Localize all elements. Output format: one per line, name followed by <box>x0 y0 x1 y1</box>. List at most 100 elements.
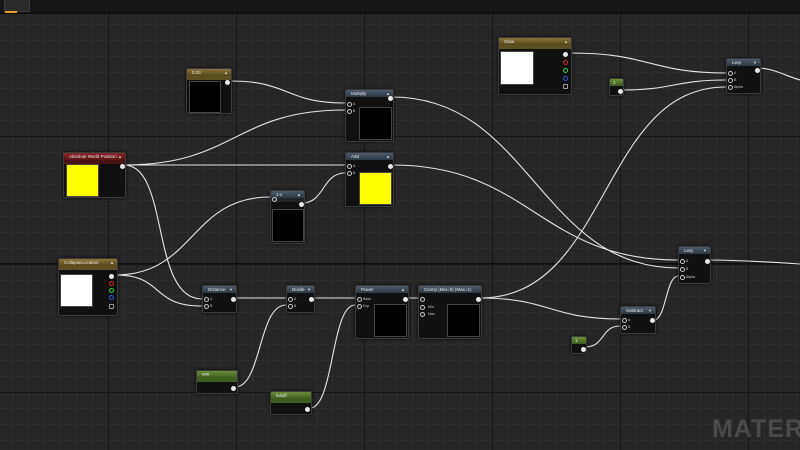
one-minus-node[interactable]: 1-x ▲ <box>270 190 305 244</box>
input-pin-a[interactable] <box>347 102 352 107</box>
output-pin[interactable] <box>705 259 710 264</box>
input-pin-b[interactable] <box>680 267 685 272</box>
lerp-node-mid[interactable]: Lerp ▼ A B Alpha <box>678 246 711 284</box>
falloff-parameter-node[interactable]: falloff <box>270 391 312 415</box>
output-pin[interactable] <box>309 297 314 302</box>
absolute-world-position-node[interactable]: Absolute World Position ▲ <box>63 152 126 198</box>
wire-multiply-to-lerp-mid-b <box>391 96 679 269</box>
output-pin-b[interactable] <box>109 295 114 300</box>
output-pin-rgb[interactable] <box>109 274 114 279</box>
collapse-arrow-icon[interactable]: ▲ <box>118 154 122 159</box>
output-pin[interactable] <box>650 318 655 323</box>
collapse-arrow-icon[interactable]: ▼ <box>229 287 233 292</box>
input-pin-b[interactable] <box>347 109 352 114</box>
glow-preview <box>500 51 534 85</box>
pin-label-base: Base <box>363 297 371 301</box>
output-pin[interactable] <box>755 68 760 73</box>
lerp-node-top[interactable]: Lerp ▼ A B Alpha <box>726 58 761 94</box>
wire-worldpos-to-multiply-b <box>123 109 346 166</box>
input-pin-a[interactable] <box>347 164 352 169</box>
collapse-arrow-icon[interactable]: ▲ <box>386 154 390 159</box>
output-pin-g[interactable] <box>109 288 114 293</box>
parameter-node-subtitle <box>187 76 231 80</box>
add-preview <box>359 172 392 205</box>
collapse-arrow-icon[interactable]: ▲ <box>401 287 405 292</box>
output-pin-g[interactable] <box>563 68 568 73</box>
input-pin-b[interactable] <box>204 304 209 309</box>
input-pin-alpha[interactable] <box>728 85 733 90</box>
input-pin-min[interactable] <box>420 305 425 310</box>
parameter-node-top[interactable]: 0.33 ▲ <box>186 68 232 114</box>
power-node[interactable]: Power ▲ Base Exp <box>355 285 409 339</box>
collapse-arrow-icon[interactable]: ▲ <box>224 70 228 75</box>
wire-radius-to-divide-b <box>234 304 287 388</box>
collapse-location-node[interactable]: CollapseLocation ▲ <box>58 258 118 316</box>
output-pin-b[interactable] <box>563 76 568 81</box>
output-pin-r[interactable] <box>563 60 568 65</box>
distance-node-title: Distance <box>203 286 236 293</box>
output-pin-rgb[interactable] <box>563 52 568 57</box>
glow-parameter-node[interactable]: Glow ▲ <box>498 37 572 95</box>
input-pin-a[interactable] <box>680 259 685 264</box>
input-pin-b[interactable] <box>728 78 733 83</box>
radius-parameter-node[interactable]: ### <box>196 370 238 394</box>
collapse-arrow-icon[interactable]: ▲ <box>297 192 301 197</box>
input-pin-max[interactable] <box>420 312 425 317</box>
clamp-node[interactable]: Clamp (Min=0) (Max=1) Min Max <box>418 285 482 339</box>
output-pin[interactable] <box>225 80 230 85</box>
output-pin[interactable] <box>388 164 393 169</box>
output-pin[interactable] <box>388 96 393 101</box>
divide-node[interactable]: Divide ▼ A B <box>286 285 315 313</box>
subtract-node[interactable]: Subtract ▼ A B <box>620 306 656 334</box>
constant-node-top[interactable]: 1 <box>609 78 624 96</box>
wire-oneminus-to-add-b <box>301 172 346 204</box>
constant-node-one[interactable]: 1 <box>571 336 587 354</box>
pin-label-b: B <box>353 109 356 113</box>
input-pin-a[interactable] <box>622 318 627 323</box>
clamp-node-title: Clamp (Min=0) (Max=1) <box>419 286 481 293</box>
input-pin-a[interactable] <box>204 297 209 302</box>
input-pin-exp[interactable] <box>357 304 362 309</box>
collapse-arrow-icon[interactable]: ▼ <box>753 60 757 65</box>
output-pin[interactable] <box>618 89 623 94</box>
input-pin-base[interactable] <box>357 297 362 302</box>
wire-falloff-to-power-exp <box>309 304 356 409</box>
input-pin[interactable] <box>420 297 425 302</box>
input-pin[interactable] <box>272 197 277 202</box>
output-pin[interactable] <box>403 297 408 302</box>
input-pin-a[interactable] <box>288 297 293 302</box>
multiply-node[interactable]: Multiply ▲ A B <box>345 89 394 142</box>
output-pin[interactable] <box>581 347 586 352</box>
distance-node[interactable]: Distance ▼ A B <box>202 285 237 313</box>
output-pin-r[interactable] <box>109 281 114 286</box>
parameter-preview <box>189 81 221 113</box>
wire-param-to-multiply-a <box>229 80 346 104</box>
output-pin-alpha[interactable] <box>563 84 568 89</box>
wire-clamp-to-subtract-a <box>479 297 621 320</box>
input-pin-b[interactable] <box>347 171 352 176</box>
collapse-arrow-icon[interactable]: ▼ <box>307 287 311 292</box>
collapse-arrow-icon[interactable]: ▲ <box>386 91 390 96</box>
output-pin[interactable] <box>231 386 236 391</box>
output-pin[interactable] <box>120 164 125 169</box>
input-pin-b[interactable] <box>288 304 293 309</box>
output-pin[interactable] <box>299 202 304 207</box>
input-pin-a[interactable] <box>728 71 733 76</box>
radius-parameter-subtitle <box>197 378 237 382</box>
add-node[interactable]: Add ▲ A B <box>345 152 394 207</box>
collapse-arrow-icon[interactable]: ▼ <box>648 308 652 313</box>
falloff-parameter-title: falloff <box>271 392 311 399</box>
input-pin-alpha[interactable] <box>680 275 685 280</box>
output-pin[interactable] <box>476 297 481 302</box>
output-pin-alpha[interactable] <box>109 304 114 309</box>
clamp-preview <box>447 304 480 337</box>
collapse-location-title: CollapseLocation <box>59 259 117 266</box>
input-pin-b[interactable] <box>622 325 627 330</box>
editor-tab[interactable] <box>4 0 30 12</box>
collapse-arrow-icon[interactable]: ▼ <box>703 248 707 253</box>
collapse-arrow-icon[interactable]: ▲ <box>564 39 568 44</box>
parameter-node-title: 0.33 <box>187 69 231 76</box>
output-pin[interactable] <box>305 407 310 412</box>
collapse-arrow-icon[interactable]: ▲ <box>110 260 114 265</box>
output-pin[interactable] <box>231 297 236 302</box>
